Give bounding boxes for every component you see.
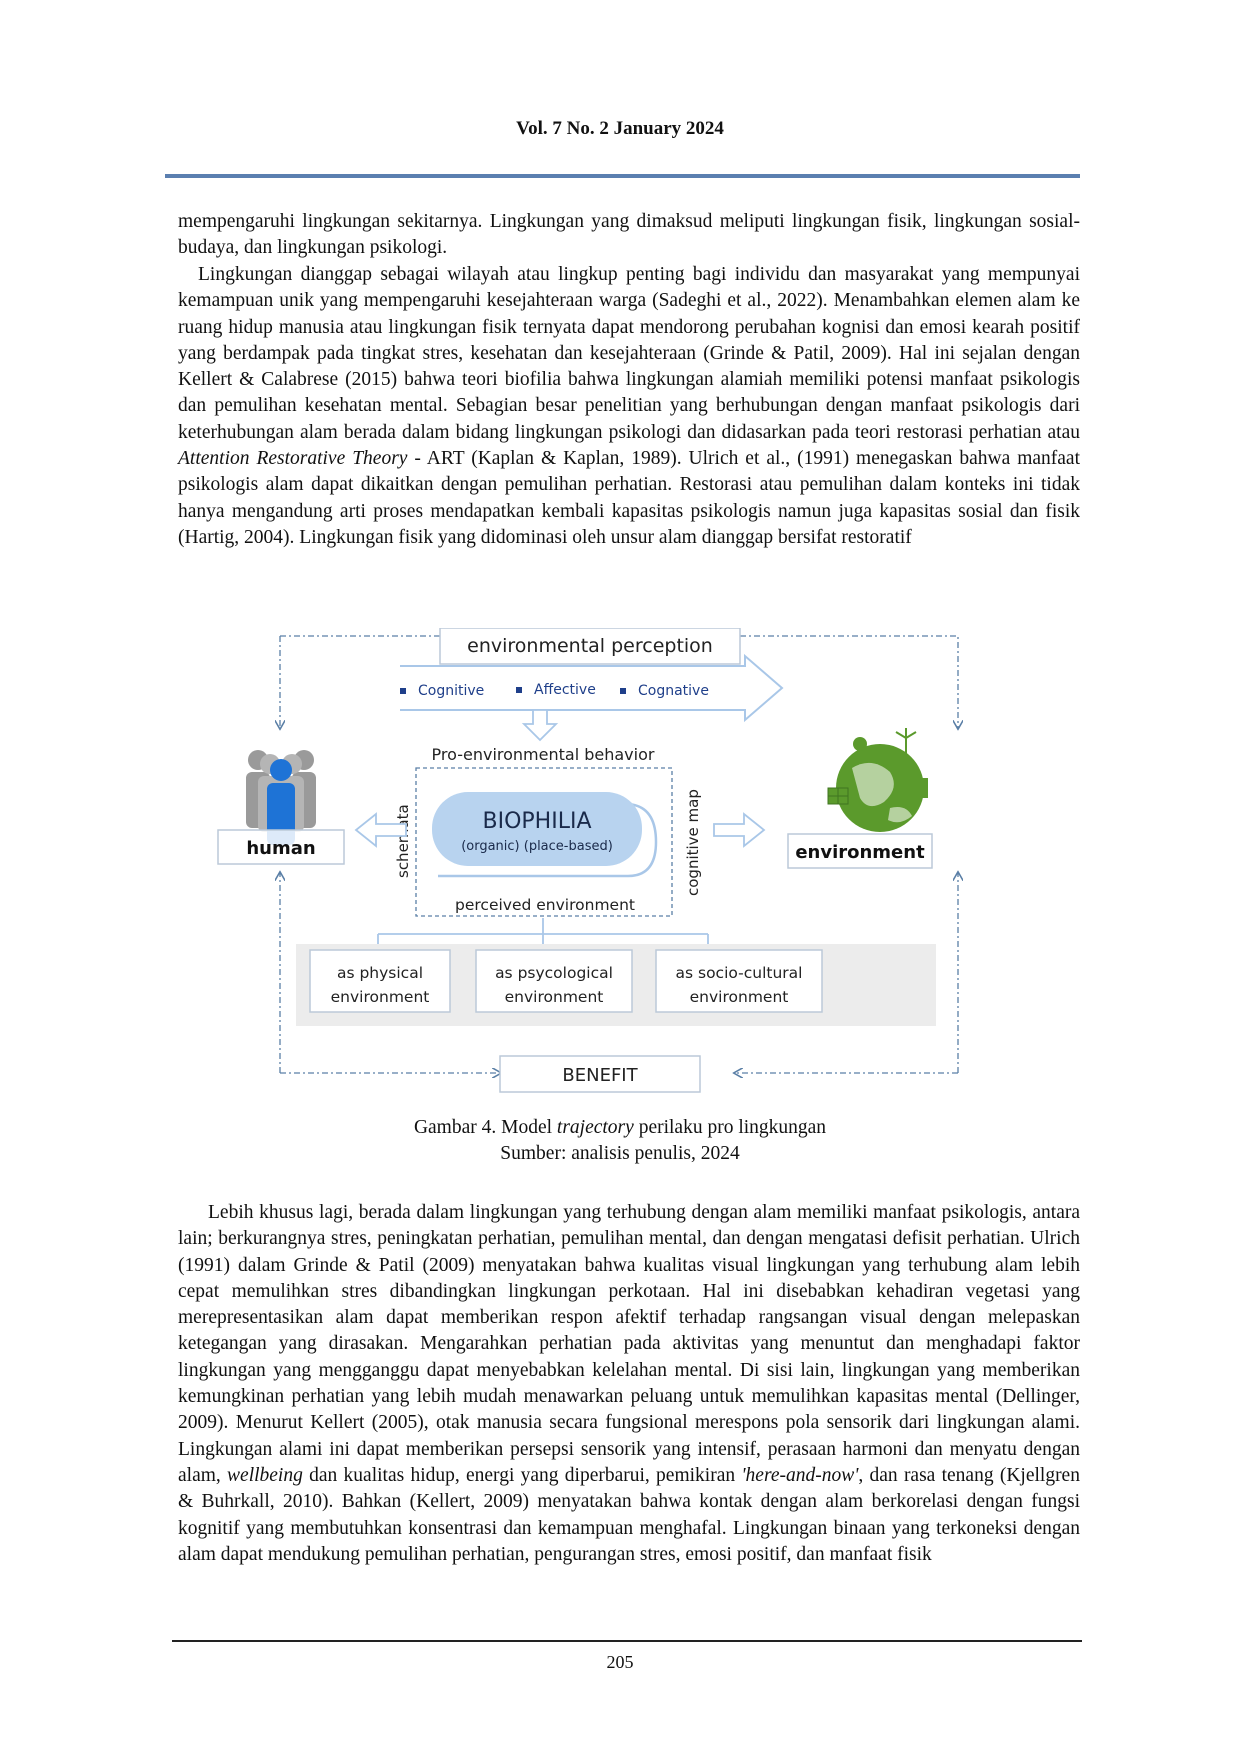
benefit-box [499, 1055, 701, 1093]
caption-source: Sumber: analisis penulis, 2024 [500, 1143, 740, 1164]
italic-term: Attention Restorative Theory [178, 448, 408, 470]
paragraph-text: - ART (Kaplan & Kaplan, 1989). Ulrich et… [178, 448, 1080, 548]
left-arrow-icon [354, 812, 407, 848]
pro-env-label: Pro-environmental behavior [432, 745, 655, 764]
figure-trajectory-model: environmental perception Cognitive Affec… [200, 628, 1040, 1108]
paragraph-text: Lebih khusus lagi, berada dalam lingkung… [178, 1202, 1080, 1486]
env-perception-label: environmental perception [467, 635, 713, 657]
biophilia-shadow [438, 802, 658, 878]
psycological-env-line1: as psycological [495, 964, 613, 982]
italic-term: 'here-and-now' [741, 1464, 859, 1486]
perceived-env-label: perceived environment [455, 896, 635, 914]
biophilia-frame [415, 767, 673, 917]
bullet-icon [516, 687, 522, 693]
perception-arrow [400, 653, 784, 723]
paragraph-text: dan kualitas hidup, energi yang diperbar… [302, 1464, 742, 1486]
body-paragraph-1: mempengaruhi lingkungan sekitarnya. Ling… [178, 211, 1080, 259]
benefit-label: BENEFIT [562, 1065, 638, 1086]
physical-env-box [309, 949, 451, 1013]
environment-label: environment [795, 842, 925, 863]
loop-arrow-right-down [740, 635, 958, 728]
caption-line-1: Gambar 4. Model trajectory perilaku pro … [0, 1115, 1240, 1141]
biophilia-title: BIOPHILIA [483, 809, 592, 834]
socio-cultural-env-line1: as socio-cultural [676, 964, 803, 982]
psycological-env-line2: environment [505, 988, 604, 1006]
caption-text: perilaku pro lingkungan [633, 1117, 827, 1138]
journal-issue-header: Vol. 7 No. 2 January 2024 [516, 118, 724, 139]
cognitive-label: Cognitive [418, 683, 484, 699]
caption-text: Gambar 4. Model [413, 1117, 557, 1138]
down-arrow-icon [521, 709, 559, 742]
socio-cultural-env-box [655, 949, 823, 1013]
bullet-icon [620, 688, 626, 694]
biophilia-pill [432, 792, 642, 866]
right-arrow-icon [713, 812, 766, 848]
human-label: human [246, 838, 315, 859]
green-globe-icon [827, 728, 928, 832]
human-box [217, 829, 345, 865]
page-number: 205 [606, 1652, 634, 1672]
cognitive-map-label: cognitive map [684, 789, 702, 896]
biophilia-subtitle: (organic) (place-based) [461, 839, 613, 854]
physical-env-line2: environment [331, 988, 430, 1006]
psycological-env-box [475, 949, 633, 1013]
physical-env-line1: as physical [337, 964, 423, 982]
body-paragraph-2: Lingkungan dianggap sebagai wilayah atau… [178, 262, 1080, 551]
italic-term: wellbeing [227, 1464, 303, 1486]
paragraph-text: , dan rasa tenang (Kjellgren & Buhrkall,… [178, 1464, 1080, 1565]
environment-box [787, 833, 933, 869]
affective-label: Affective [534, 682, 596, 698]
env-perception-box [439, 628, 741, 665]
body-paragraph-3: Lebih khusus lagi, berada dalam lingkung… [178, 1200, 1080, 1568]
figure-caption: Gambar 4. Model trajectory perilaku pro … [0, 1115, 1240, 1167]
header-rule [165, 174, 1080, 178]
bullet-icon [400, 688, 406, 694]
footer-rule [172, 1640, 1082, 1642]
cognative-label: Cognative [638, 683, 709, 699]
schemata-label: schemata [394, 804, 412, 878]
socio-cultural-env-line2: environment [690, 988, 789, 1006]
caption-italic-term: trajectory [556, 1117, 634, 1138]
model-diagram: environmental perception Cognitive Affec… [217, 628, 1040, 1093]
paragraph-text: Lingkungan dianggap sebagai wilayah atau… [178, 264, 1080, 443]
